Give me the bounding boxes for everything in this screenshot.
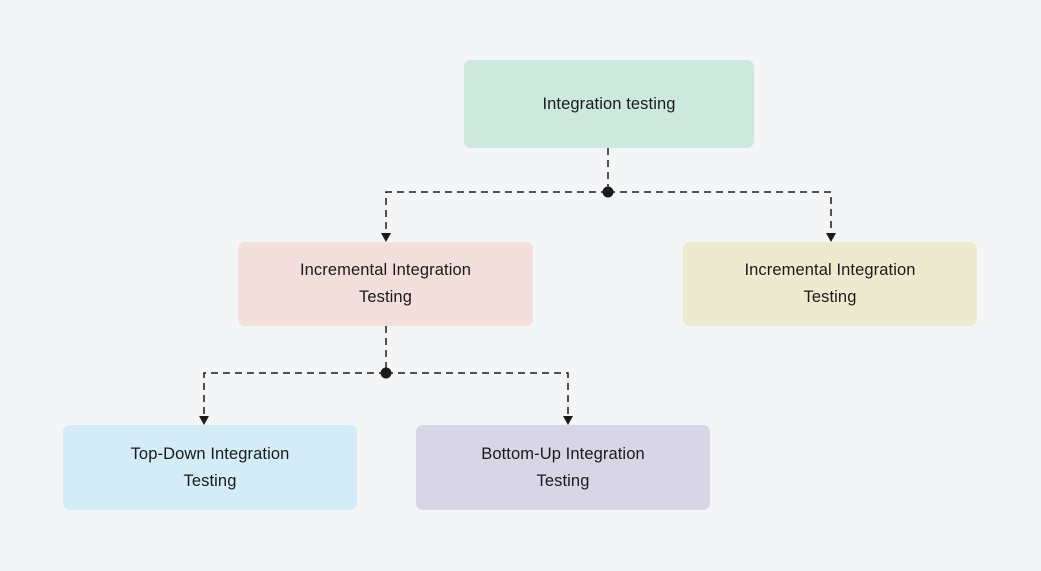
node-integration-testing[interactable]: Integration testing: [464, 60, 754, 148]
node-incremental-integration-testing-right[interactable]: Incremental Integration Testing: [683, 242, 977, 326]
edge-junction2-to-bottom-up: [386, 372, 569, 414]
node-incremental-integration-testing-left[interactable]: Incremental Integration Testing: [238, 242, 533, 326]
junction-root: [602, 186, 614, 198]
edge-junction-to-incremental-right: [608, 191, 832, 233]
edge-junction2-to-top-down: [203, 372, 386, 414]
arrow-to-incremental-right: [826, 233, 836, 242]
edge-junction-to-incremental-left: [385, 191, 608, 233]
node-bottom-up-integration-testing[interactable]: Bottom-Up Integration Testing: [416, 425, 710, 510]
node-label: Top-Down Integration Testing: [130, 444, 290, 490]
node-label: Bottom-Up Integration Testing: [481, 444, 645, 490]
node-label: Incremental Integration Testing: [299, 261, 472, 306]
arrow-to-top-down: [199, 416, 209, 425]
arrow-to-incremental-left: [381, 233, 391, 242]
node-label: Incremental Integration Testing: [744, 261, 916, 306]
node-top-down-integration-testing[interactable]: Top-Down Integration Testing: [63, 425, 357, 510]
arrow-to-bottom-up: [563, 416, 573, 425]
node-label: Integration testing: [542, 94, 676, 113]
junction-incremental: [380, 367, 392, 379]
